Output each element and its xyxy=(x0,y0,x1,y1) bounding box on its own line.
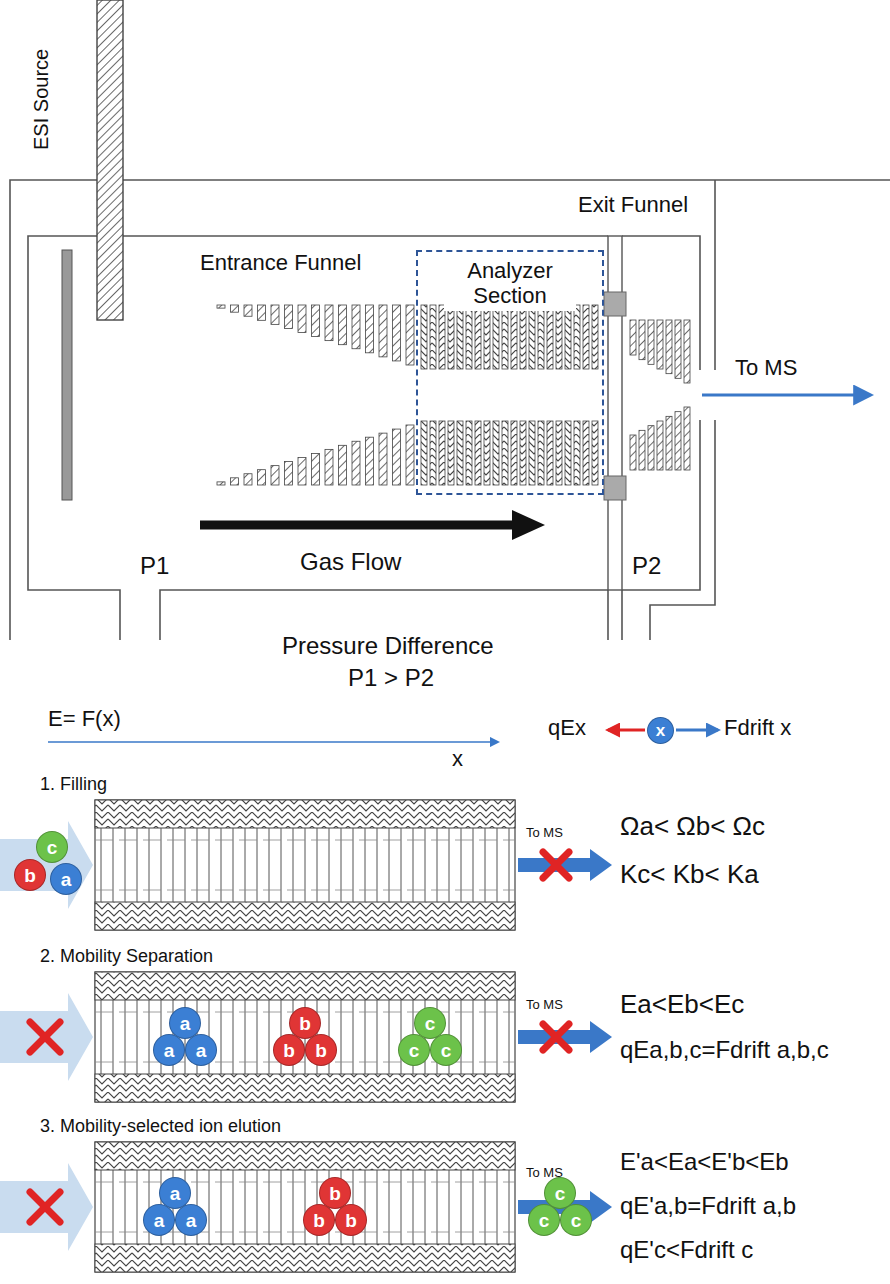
output-label: To MS xyxy=(526,1166,563,1181)
ion-circle: b xyxy=(303,1204,335,1236)
ion-letter: a xyxy=(196,1041,207,1060)
ion-letter: c xyxy=(425,1014,436,1033)
ion-circle: b xyxy=(305,1034,337,1066)
to-ms-arrow xyxy=(702,394,870,397)
equation: Kc< Kb< Ka xyxy=(620,860,759,890)
deflector-plate xyxy=(62,250,72,500)
ion-letter: a xyxy=(186,1211,197,1230)
step-label: 1. Filling xyxy=(40,774,107,795)
equation: Ea<Eb<Ec xyxy=(620,990,744,1020)
ion-letter: c xyxy=(571,1211,582,1230)
ion-letter: c xyxy=(539,1211,550,1230)
force-label: qEx xyxy=(548,715,586,740)
equation: qEa,b,c=Fdrift a,b,c xyxy=(620,1036,829,1064)
ion-circle: a xyxy=(175,1204,207,1236)
seal xyxy=(604,476,626,500)
equation: E'a<Ea<E'b<Eb xyxy=(620,1148,789,1176)
pressure-note: Pressure Difference xyxy=(282,632,494,660)
trap-panels xyxy=(0,800,612,1272)
ion-circle: a xyxy=(185,1034,217,1066)
ion-letter: c xyxy=(555,1184,566,1203)
instrument-label: Exit Funnel xyxy=(578,192,688,217)
output-label: To MS xyxy=(526,998,563,1013)
pressure-label: P1 xyxy=(140,552,169,580)
ion-letter: b xyxy=(299,1014,311,1033)
ion-circle: c xyxy=(398,1034,430,1066)
housing xyxy=(10,180,890,640)
field-label: E= F(x) xyxy=(48,706,121,731)
pressure-label: P2 xyxy=(632,552,661,580)
ion-circle: a xyxy=(153,1034,185,1066)
equation: qE'c<Fdrift c xyxy=(620,1236,753,1264)
esi-emitter xyxy=(97,0,123,320)
output-label: To MS xyxy=(735,355,797,380)
ion-letter: a xyxy=(154,1211,165,1230)
ion-circle: c xyxy=(36,831,68,863)
ion-letter: b xyxy=(345,1211,357,1230)
field-force-arrow xyxy=(608,729,645,732)
ion-circle: c xyxy=(560,1204,592,1236)
ion-circle: x xyxy=(647,717,674,744)
ion-letter: b xyxy=(315,1041,327,1060)
ion-letter: x xyxy=(656,722,665,739)
section-label: Analyzer Section xyxy=(444,256,576,311)
ion-letter: a xyxy=(170,1184,181,1203)
instrument-label: ESI Source xyxy=(30,49,53,150)
ion-letter: a xyxy=(61,870,72,889)
ion-circle: a xyxy=(50,863,82,895)
pressure-note: P1 > P2 xyxy=(348,664,434,692)
axis-label: x xyxy=(452,746,463,771)
drift-force-arrow xyxy=(676,729,718,732)
chamber-wall xyxy=(608,236,622,590)
output-label: To MS xyxy=(526,826,563,841)
instrument-label: Entrance Funnel xyxy=(200,250,361,275)
ion-letter: b xyxy=(329,1184,341,1203)
ion-circle: b xyxy=(335,1204,367,1236)
electrodes xyxy=(217,305,690,485)
ion-circle: b xyxy=(14,859,46,891)
gas-flow-arrowhead xyxy=(512,510,545,540)
seal xyxy=(604,292,626,316)
step-label: 2. Mobility Separation xyxy=(40,946,213,967)
ion-letter: c xyxy=(409,1041,420,1060)
gas-flow-arrow xyxy=(200,521,520,530)
ion-letter: c xyxy=(441,1041,452,1060)
ion-letter: a xyxy=(180,1014,191,1033)
ion-letter: b xyxy=(24,866,36,885)
ion-letter: a xyxy=(164,1041,175,1060)
ion-letter: b xyxy=(283,1041,295,1060)
equation: Ωa< Ωb< Ωc xyxy=(620,812,765,842)
x-axis xyxy=(48,741,498,743)
ion-circle: c xyxy=(528,1204,560,1236)
ion-circle: c xyxy=(430,1034,462,1066)
equation: qE'a,b=Fdrift a,b xyxy=(620,1192,796,1220)
ion-letter: b xyxy=(313,1211,325,1230)
ion-circle: b xyxy=(273,1034,305,1066)
analyzer-section-box: Analyzer Section xyxy=(416,250,604,495)
force-label: Fdrift x xyxy=(724,715,791,740)
ion-letter: c xyxy=(47,838,58,857)
step-label: 3. Mobility-selected ion elution xyxy=(40,1116,281,1137)
flow-label: Gas Flow xyxy=(300,548,401,576)
ion-circle: a xyxy=(143,1204,175,1236)
